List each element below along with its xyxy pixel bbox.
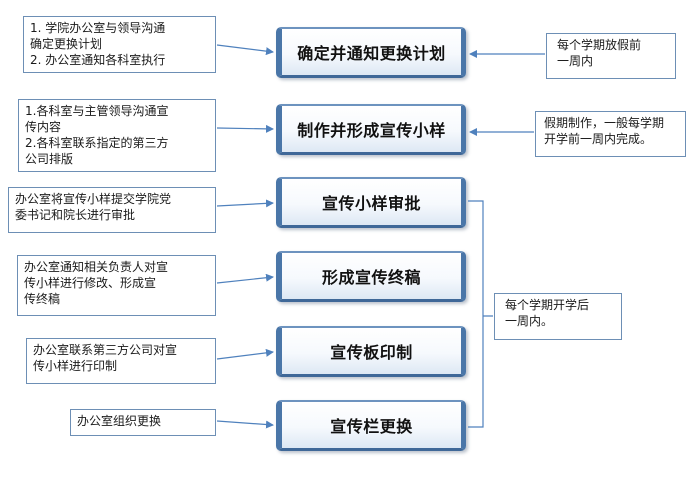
note-line: 公司排版: [25, 152, 74, 166]
arrow-left-5: [216, 348, 274, 360]
note-line: 传小样进行修改、形成宣: [24, 276, 157, 290]
arrow-left-1: [216, 44, 274, 56]
note-line: 开学前一周内完成。: [544, 132, 653, 146]
note-line: 传内容: [25, 120, 62, 134]
left-note-1: 1. 学院办公室与领导沟通 确定更换计划 2. 办公室通知各科室执行: [23, 16, 216, 73]
right-note-3: 每个学期开学后 一周内。: [494, 293, 622, 340]
note-line: 2. 办公室通知各科室执行: [30, 53, 166, 67]
note-line: 一周内: [557, 54, 594, 68]
arrow-left-4: [216, 273, 274, 284]
step-5: 宣传板印制: [276, 326, 466, 377]
note-line: 办公室联系第三方公司对宣: [33, 343, 178, 357]
step-3: 宣传小样审批: [276, 177, 466, 228]
arrow-left-3: [216, 199, 274, 208]
note-line: 2.各科室联系指定的第三方: [25, 136, 169, 150]
step-6: 宣传栏更换: [276, 400, 466, 451]
left-note-3: 办公室将宣传小样提交学院党 委书记和院长进行审批: [8, 187, 216, 233]
note-line: 办公室将宣传小样提交学院党: [15, 192, 172, 206]
left-note-5: 办公室联系第三方公司对宣 传小样进行印制: [26, 338, 216, 384]
step-2: 制作并形成宣传小样: [276, 104, 466, 155]
note-line: 1. 学院办公室与领导沟通: [30, 21, 166, 35]
left-note-4: 办公室通知相关负责人对宣 传小样进行修改、形成宣 传终稿: [17, 255, 216, 316]
note-line: 一周内。: [505, 314, 554, 328]
note-line: 每个学期开学后: [505, 298, 590, 312]
note-line: 办公室组织更换: [77, 414, 162, 428]
note-line: 办公室通知相关负责人对宣: [24, 260, 169, 274]
left-note-2: 1.各科室与主管领导沟通宣 传内容 2.各科室联系指定的第三方 公司排版: [18, 99, 216, 172]
bracket: [468, 200, 493, 428]
arrow-left-2: [216, 124, 274, 133]
note-line: 委书记和院长进行审批: [15, 208, 136, 222]
right-note-1: 每个学期放假前 一周内: [546, 33, 676, 79]
right-note-2: 假期制作，一般每学期 开学前一周内完成。: [535, 111, 686, 157]
arrow-left-6: [216, 420, 274, 429]
note-line: 1.各科室与主管领导沟通宣: [25, 104, 169, 118]
note-line: 每个学期放假前: [557, 38, 642, 52]
note-line: 确定更换计划: [30, 37, 103, 51]
note-line: 传终稿: [24, 292, 61, 306]
step-1: 确定并通知更换计划: [276, 27, 466, 78]
step-4: 形成宣传终稿: [276, 251, 466, 302]
note-line: 传小样进行印制: [33, 359, 118, 373]
left-note-6: 办公室组织更换: [70, 409, 216, 436]
note-line: 假期制作，一般每学期: [544, 116, 665, 130]
